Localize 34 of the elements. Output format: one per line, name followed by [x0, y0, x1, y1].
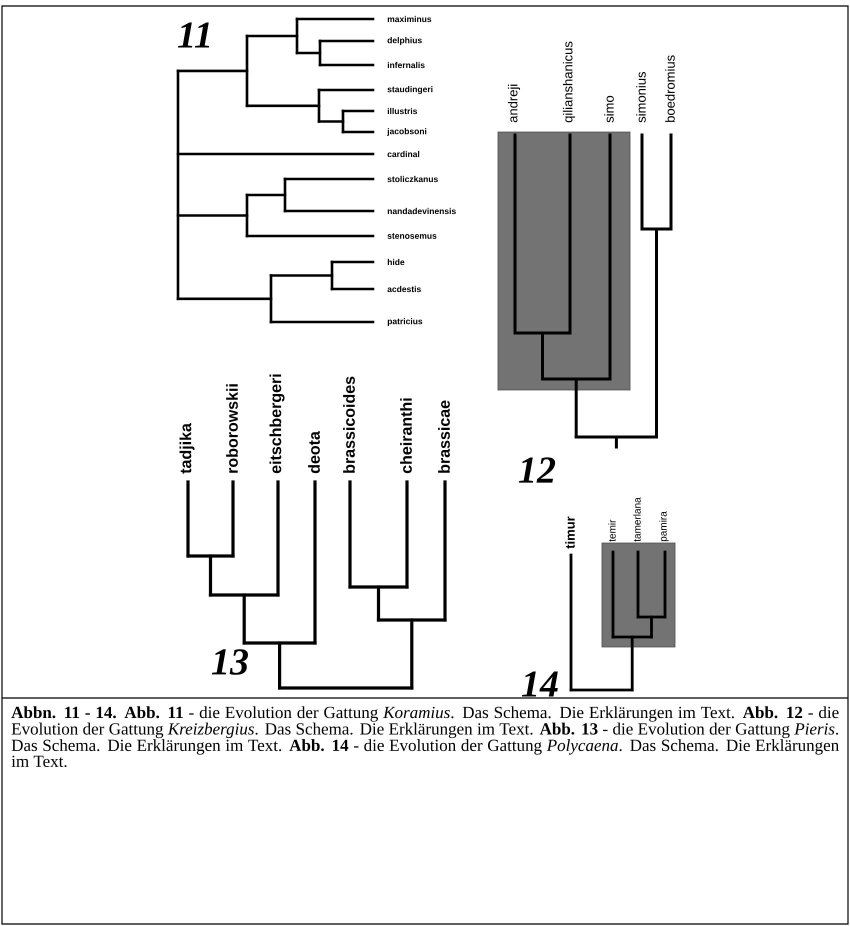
taxon-label: infernalis [388, 62, 425, 68]
figure-number: 13 [212, 649, 248, 675]
taxon-label: stoliczkanus [388, 176, 438, 182]
taxon-label: brassicoides [343, 376, 355, 473]
taxon-label: nandadevinensis [388, 208, 456, 214]
figure-number: 14 [522, 671, 558, 697]
taxon-label: tamerlana [633, 497, 641, 542]
taxon-label: patricius [388, 318, 422, 326]
taxon-label: boedromius [665, 55, 675, 122]
taxon-label: hide [388, 258, 404, 266]
taxon-label: simonius [636, 72, 646, 122]
taxon-label: cardinal [388, 150, 420, 158]
taxon-label: eitschbergeri [270, 374, 284, 474]
taxon-label: delphius [388, 37, 422, 45]
taxon-label: simo [604, 96, 614, 122]
taxon-label: cheiranthi [400, 398, 412, 474]
taxon-label: qilianshanicus [562, 42, 576, 122]
taxon-label: deota [308, 431, 320, 474]
taxon-label: jacobsoni [387, 128, 426, 136]
taxon-label: illustris [388, 108, 418, 114]
taxon-label: brassicae [438, 400, 450, 473]
taxon-label: temir [608, 520, 616, 542]
figure-number: 11 [178, 22, 210, 48]
figure-caption: Abbn. 11 - 14. Abb. 11 - die Evolution der Gattung Koramius. Das Schema. Die Erklärungen im Text. Abb. 12 - die Evolution der Gattung Kreizbergius. Das Schema. Die Erklärungen im Text. Abb. 13 - die Evolution der Gattung Pieris. Das Schema. Die Erklärungen im Text. Abb. 14 - die Evolution der Gattung Polycaena. Das Schema. Die Erklärungen im Text. [11, 706, 839, 768]
taxon-label: acdestis [387, 286, 421, 292]
taxon-label: maximinus [388, 16, 432, 22]
taxon-label: timur [565, 516, 575, 549]
figure-number: 12 [518, 457, 556, 483]
taxon-label: pamira [659, 511, 669, 542]
taxon-label: stenosemus [388, 233, 436, 239]
taxon-label: andreji [508, 84, 520, 122]
taxon-label: roborowskii [226, 384, 238, 473]
taxon-label: tadjika [180, 423, 194, 474]
taxon-label: staudingeri [388, 86, 432, 94]
